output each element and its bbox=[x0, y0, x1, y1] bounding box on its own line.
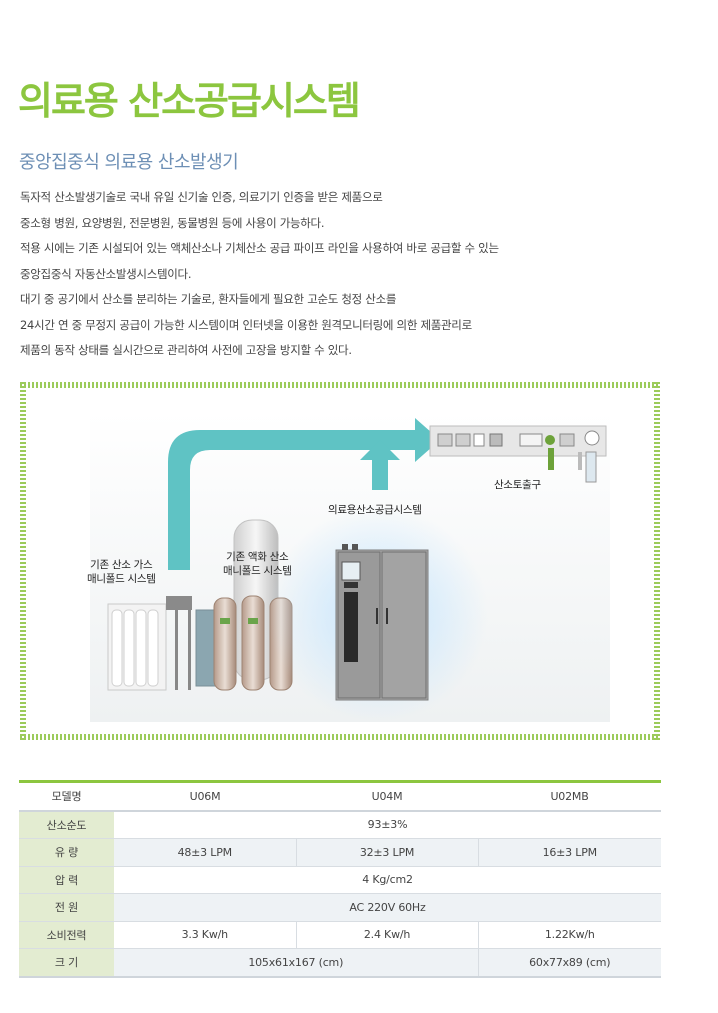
page-title: 의료용 산소공급시스템 bbox=[18, 79, 361, 123]
spec-header-u02mb: U02MB bbox=[478, 780, 661, 812]
gas-manifold-label-line: 기존 산소 가스 bbox=[90, 559, 153, 571]
diagram-border bbox=[654, 382, 660, 740]
description-line: 제품의 동작 상태를 실시간으로 관리하여 사전에 고장을 방지할 수 있다. bbox=[20, 343, 352, 357]
table-row: 산소순도 93±3% bbox=[19, 810, 661, 839]
row-label: 크 기 bbox=[19, 948, 114, 978]
table-row: 크 기 105x61x167 (cm) 60x77x89 (cm) bbox=[19, 948, 661, 978]
diagram-border bbox=[20, 382, 660, 388]
power-value: AC 220V 60Hz bbox=[114, 893, 661, 922]
diagram-border bbox=[20, 382, 26, 740]
flow-u06m: 48±3 LPM bbox=[114, 838, 296, 867]
diagram-border bbox=[20, 734, 660, 740]
size-u06m-u04m: 105x61x167 (cm) bbox=[114, 948, 478, 978]
gas-manifold-label-line: 매니폴드 시스템 bbox=[87, 573, 156, 585]
consumption-u02mb: 1.22Kw/h bbox=[477, 921, 661, 949]
liquid-manifold-label-line: 매니폴드 시스템 bbox=[223, 565, 292, 577]
system-label: 의료용산소공급시스템 bbox=[328, 504, 422, 516]
spec-header-row: 모델명 U06M U04M U02MB bbox=[19, 780, 661, 812]
size-u02mb: 60x77x89 (cm) bbox=[477, 948, 661, 978]
spec-header-u04m: U04M bbox=[296, 780, 478, 812]
spec-table: 모델명 U06M U04M U02MB 산소순도 93±3% 유 량 48±3 … bbox=[19, 780, 661, 978]
description-line: 중소형 병원, 요양병원, 전문병원, 동물병원 등에 사용이 가능하다. bbox=[20, 215, 325, 230]
description-line: 대기 중 공기에서 산소를 분리하는 기술로, 환자들에게 필요한 고순도 청정… bbox=[20, 292, 397, 306]
gas-manifold-label: 기존 산소 가스 매니폴드 시스템 bbox=[87, 558, 156, 586]
page-subtitle: 중앙집중식 의료용 산소발생기 bbox=[19, 152, 239, 173]
oxygen-system-cabinet bbox=[268, 506, 488, 722]
row-label: 산소순도 bbox=[19, 810, 114, 839]
row-label: 전 원 bbox=[19, 893, 114, 922]
consumption-u06m: 3.3 Kw/h bbox=[114, 921, 296, 949]
pressure-value: 4 Kg/cm2 bbox=[114, 866, 661, 894]
description-line: 중앙집중식 자동산소발생시스템이다. bbox=[20, 266, 192, 281]
arrow-from-system bbox=[360, 440, 400, 490]
consumption-u04m: 2.4 Kw/h bbox=[295, 921, 478, 949]
table-row: 소비전력 3.3 Kw/h 2.4 Kw/h 1.22Kw/h bbox=[19, 921, 661, 949]
arrow-to-outlet bbox=[168, 418, 440, 570]
diagram-illustration bbox=[90, 412, 610, 722]
description-line: 적용 시에는 기존 시설되어 있는 액체산소나 기체산소 공급 파이프 라인을 … bbox=[20, 241, 499, 255]
description-line: 독자적 산소발생기술로 국내 유일 신기술 인증, 의료기기 인증을 받은 제품… bbox=[20, 190, 383, 204]
liquid-oxygen-illustration bbox=[195, 519, 293, 691]
flow-u02mb: 16±3 LPM bbox=[477, 838, 661, 867]
liquid-manifold-label: 기존 액화 산소 매니폴드 시스템 bbox=[223, 550, 292, 578]
flow-u04m: 32±3 LPM bbox=[295, 838, 478, 867]
table-row: 유 량 48±3 LPM 32±3 LPM 16±3 LPM bbox=[19, 838, 661, 867]
system-diagram: 산소토출구 의료용산소공급시스템 기존 산소 가스 매니폴드 시스템 기존 액화… bbox=[20, 382, 660, 740]
table-row: 전 원 AC 220V 60Hz bbox=[19, 893, 661, 922]
purity-value: 93±3% bbox=[114, 810, 661, 839]
oxygen-outlet-panel bbox=[429, 425, 607, 483]
row-label: 유 량 bbox=[19, 838, 114, 867]
gas-manifold-illustration bbox=[107, 596, 192, 691]
description-line: 24시간 연 중 무정지 공급이 가능한 시스템이며 인터넷을 이용한 원격모니… bbox=[20, 317, 472, 332]
spec-header-model: 모델명 bbox=[19, 780, 114, 812]
row-label: 소비전력 bbox=[19, 921, 114, 949]
outlet-label: 산소토출구 bbox=[494, 479, 541, 491]
liquid-manifold-label-line: 기존 액화 산소 bbox=[226, 551, 289, 563]
row-label: 압 력 bbox=[19, 866, 114, 894]
spec-header-u06m: U06M bbox=[114, 780, 296, 812]
table-row: 압 력 4 Kg/cm2 bbox=[19, 866, 661, 894]
description-block: 독자적 산소발생기술로 국내 유일 신기술 인증, 의료기기 인증을 받은 제품… bbox=[20, 186, 700, 365]
